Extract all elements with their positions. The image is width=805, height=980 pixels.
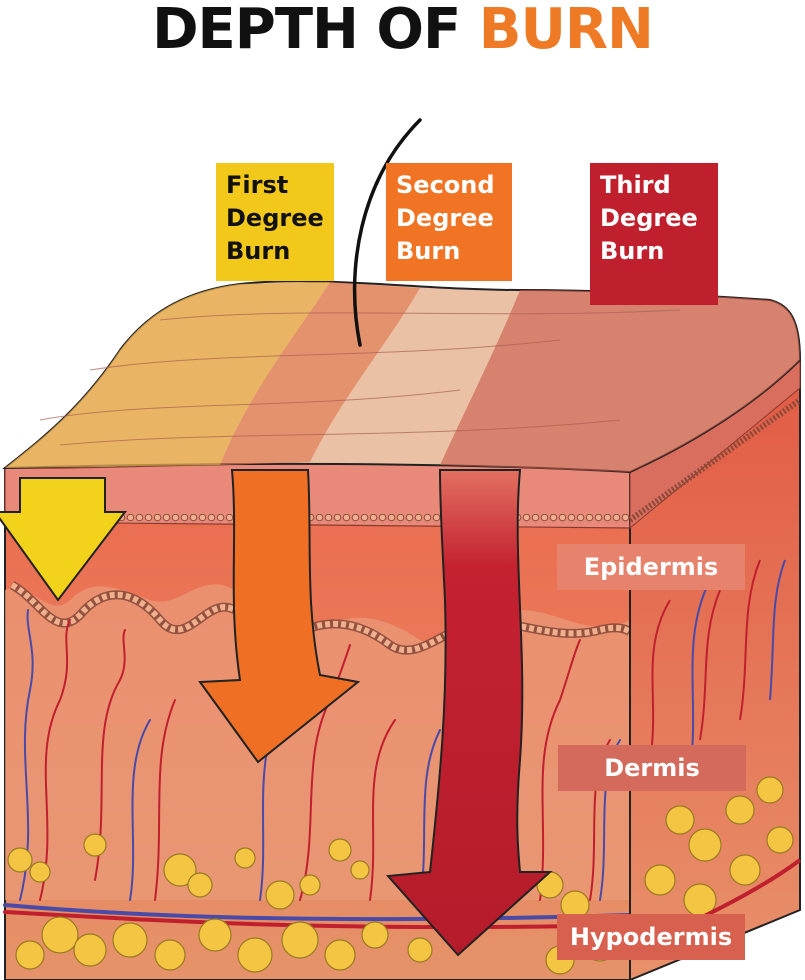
first-degree-line-3: Burn (226, 237, 291, 265)
first-degree-arrow (0, 477, 128, 602)
third-degree-line-3: Burn (600, 237, 665, 265)
dermis-label: Dermis (558, 745, 746, 791)
page-title: DEPTH OF BURN (0, 0, 805, 60)
second-degree-burn-label: Second Degree Burn (386, 163, 512, 281)
hair-strand (352, 118, 422, 347)
third-degree-arrow (385, 469, 553, 957)
third-degree-line-2: Degree (600, 204, 698, 232)
third-degree-line-1: Third (600, 171, 671, 199)
skin-surface-top (2, 280, 802, 474)
second-degree-arrow (198, 469, 361, 764)
first-degree-line-2: Degree (226, 204, 324, 232)
title-word-depth: DEPTH OF (152, 0, 461, 62)
epidermis-label: Epidermis (557, 544, 745, 590)
first-degree-burn-label: First Degree Burn (216, 163, 334, 281)
hypodermis-label: Hypodermis (557, 914, 745, 960)
second-degree-line-3: Burn (396, 237, 461, 265)
second-degree-line-1: Second (396, 171, 495, 199)
title-word-burn: BURN (478, 0, 654, 62)
first-degree-line-1: First (226, 171, 289, 199)
second-degree-line-2: Degree (396, 204, 494, 232)
third-degree-burn-label: Third Degree Burn (590, 163, 718, 305)
